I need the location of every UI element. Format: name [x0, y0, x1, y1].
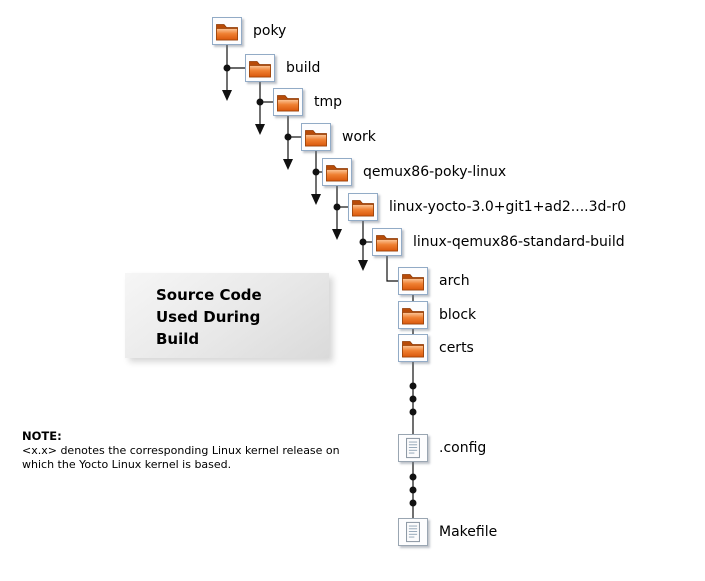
- node-label: certs: [439, 340, 474, 356]
- title-box-line: Build: [156, 330, 200, 348]
- note-block: NOTE: <x.x> denotes the corresponding Li…: [22, 429, 340, 473]
- ellipsis-dot: [409, 382, 417, 390]
- branch-bullet: [312, 168, 320, 176]
- tree-node-linux-qemux86-standard-build: linux-qemux86-standard-build: [372, 228, 625, 256]
- tree-node-certs: certs: [398, 334, 474, 362]
- branch-bullet: [333, 203, 341, 211]
- tree-node-build: build: [245, 54, 320, 82]
- folder-icon: [398, 334, 428, 362]
- title-box-line: Used During: [156, 308, 261, 326]
- branch-bullet: [359, 238, 367, 246]
- arrow-down-icon: [311, 194, 321, 205]
- folder-icon: [322, 158, 352, 186]
- arrow-down-icon: [358, 260, 368, 271]
- branch-bullet: [284, 133, 292, 141]
- node-label: poky: [253, 23, 287, 39]
- arrow-down-icon: [222, 90, 232, 101]
- ellipsis-dot: [409, 473, 417, 481]
- folder-icon: [398, 301, 428, 329]
- arrow-down-icon: [283, 159, 293, 170]
- arrow-down-icon: [332, 229, 342, 240]
- node-label: qemux86-poky-linux: [363, 164, 507, 180]
- tree-node-tmp: tmp: [273, 88, 342, 116]
- tree-node-linux-yocto: linux-yocto-3.0+git1+ad2....3d-r0: [348, 193, 626, 221]
- note-label: NOTE:: [22, 429, 62, 443]
- node-label: arch: [439, 273, 470, 289]
- folder-icon: [348, 193, 378, 221]
- tree-node-work: work: [301, 123, 376, 151]
- node-label: tmp: [314, 94, 343, 110]
- node-label: linux-qemux86-standard-build: [413, 234, 625, 250]
- branch-bullet: [223, 64, 231, 72]
- branch-bullet: [256, 98, 264, 106]
- folder-icon: [245, 54, 275, 82]
- tree-node-poky: poky: [212, 17, 286, 45]
- folder-icon: [273, 88, 303, 116]
- tree-node-makefile: Makefile: [398, 518, 497, 546]
- arrow-down-icon: [255, 124, 265, 135]
- tree-node-block: block: [398, 301, 476, 329]
- note-text-line1: <x.x> denotes the corresponding Linux ke…: [22, 443, 340, 457]
- title-box: Source Code Used During Build: [125, 273, 329, 358]
- node-label: block: [439, 307, 477, 323]
- folder-icon: [398, 267, 428, 295]
- node-label: work: [342, 129, 376, 145]
- node-label: Makefile: [439, 524, 498, 540]
- file-icon: [398, 518, 428, 546]
- ellipsis-dot: [409, 395, 417, 403]
- folder-icon: [301, 123, 331, 151]
- ellipsis-dot: [409, 408, 417, 416]
- node-label: .config: [439, 440, 487, 456]
- tree-node-arch: arch: [398, 267, 470, 295]
- tree-node-qemux86-poky-linux: qemux86-poky-linux: [322, 158, 506, 186]
- node-label: build: [286, 60, 321, 76]
- file-icon: [398, 434, 428, 462]
- ellipsis-dot: [409, 499, 417, 507]
- ellipsis-dot: [409, 486, 417, 494]
- title-box-line: Source Code: [156, 286, 262, 304]
- tree-node-dot-config: .config: [398, 434, 486, 462]
- node-label: linux-yocto-3.0+git1+ad2....3d-r0: [389, 199, 627, 215]
- folder-icon: [212, 17, 242, 45]
- note-text-line2: which the Yocto Linux kernel is based.: [22, 458, 232, 471]
- folder-icon: [372, 228, 402, 256]
